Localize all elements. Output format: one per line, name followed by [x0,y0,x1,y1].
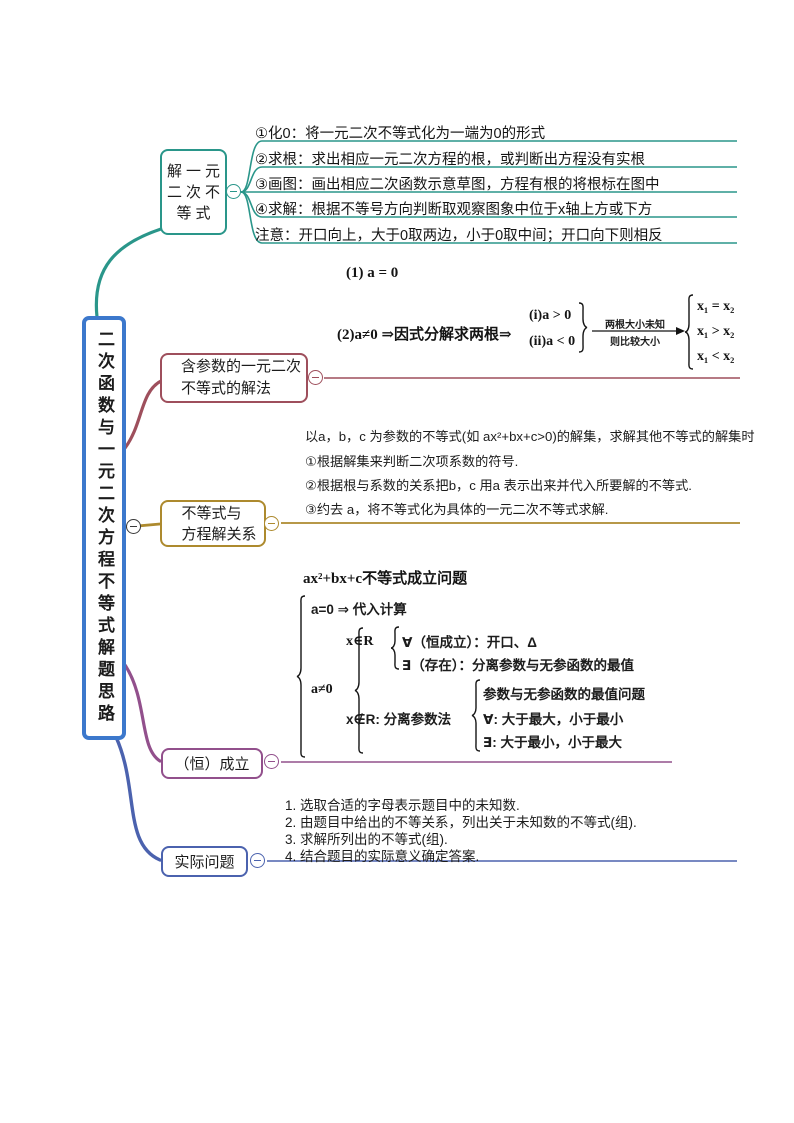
central-topic-label: 二次函数与一元二次方程不等式解题思路 [95,330,114,726]
minus-icon [254,860,261,861]
solve-item-2: ②求根：求出相应一元二次方程的根，或判断出方程没有实根 [255,152,645,168]
branch-node-relation-label: 不等式与 方程解关系 [181,504,257,543]
branch-node-practical-label: 实际问题 [174,854,235,871]
hold-xnotinR-item-1: 参数与无参函数的最值问题 [483,687,645,702]
hold-title: ax²+bx+c不等式成立问题 [303,571,468,587]
branch-curve-solve [94,227,163,319]
central-topic-node[interactable]: 二次函数与一元二次方程不等式解题思路 [82,316,126,740]
compare-arrow-label-bottom: 则比较大小 [610,337,660,348]
minus-icon [130,526,137,527]
solve-item-3: ③画图：画出相应二次函数示意草图，方程有根的将根标在图中 [255,177,660,193]
param-subcase-2: (ii)a < 0 [529,334,576,349]
results-left-brace [684,294,694,370]
param-result-1: x₁ = x₂ [697,299,735,314]
hold-xnotinR-item-3: ∃: 大于最小，小于最大 [483,735,622,750]
solve-line-5 [240,191,737,244]
branch-curve-param [123,379,163,450]
separate-brace [471,679,481,752]
compare-arrow-head [676,327,685,335]
collapse-toggle-hold[interactable] [264,754,279,769]
minus-icon [230,191,237,192]
collapse-toggle-practical[interactable] [250,853,265,868]
hold-x-notin-R: x∉R: 分离参数法 [346,712,452,727]
collapse-toggle-solve[interactable] [226,184,241,199]
minus-icon [268,523,275,524]
relation-step-2: ②根据根与系数的关系把b，c 用a 表示出来并代入所要解的不等式. [305,478,692,493]
branch-curve-practical [114,735,162,862]
branch-node-solve[interactable]: 解一元二次不等式 [160,149,227,235]
branch-node-param-label: 含参数的一元二次 不等式的解法 [180,358,301,397]
practical-step-4: 4. 结合题目的实际意义确定答案. [285,849,480,864]
solve-item-1: ①化0：将一元二次不等式化为一端为0的形式 [255,126,546,142]
practical-step-3: 3. 求解所列出的不等式(组). [285,832,448,847]
practical-step-2: 2. 由题目中给出的不等关系，列出关于未知数的不等式(组). [285,815,637,830]
solve-item-4: ④求解：根据不等号方向判断取观察图象中位于x轴上方或下方 [255,202,653,218]
branch-node-solve-label: 解一元二次不等式 [166,162,224,222]
collapse-toggle-param[interactable] [308,370,323,385]
branch-node-practical[interactable]: 实际问题 [161,846,248,877]
solve-line-2 [240,166,737,193]
hold-xinR-item-2: ∃（存在）：分离参数与无参函数的最值 [402,658,634,673]
minus-icon [268,761,275,762]
an0-brace [354,627,364,754]
branch-curve-hold [123,663,162,763]
param-case2-prefix: (2)a≠0 ⇒因式分解求两根⇒ [337,327,512,343]
subcase-right-brace [578,302,588,353]
hold-case-a0: a=0 ⇒ 代入计算 [311,602,407,617]
relation-intro: 以a，b，c 为参数的不等式(如 ax²+bx+c>0)的解集，求解其他不等式的… [305,429,755,444]
compare-arrow-label-top: 两根大小未知 [605,320,665,331]
hold-big-brace [296,595,306,758]
relation-step-3: ③约去 a，将不等式化为具体的一元二次不等式求解. [305,502,609,517]
minus-icon [312,377,319,378]
param-result-2: x₁ > x₂ [697,324,735,339]
param-subcase-1: (i)a > 0 [529,308,572,323]
collapse-toggle-central[interactable] [126,519,141,534]
collapse-toggle-relation[interactable] [264,516,279,531]
param-case1: (1) a = 0 [346,265,399,281]
branch-node-param[interactable]: 含参数的一元二次 不等式的解法 [160,353,308,403]
param-result-3: x₁ < x₂ [697,349,735,364]
practical-step-1: 1. 选取合适的字母表示题目中的未知数. [285,798,520,813]
hold-xinR-item-1: ∀（恒成立）：开口、Δ [402,635,537,650]
hold-case-an0: a≠0 [311,682,333,697]
branch-node-relation[interactable]: 不等式与 方程解关系 [160,500,266,547]
branch-node-hold[interactable]: （恒）成立 [161,748,263,779]
branch-node-hold-label: （恒）成立 [174,756,250,773]
relation-step-1: ①根据解集来判断二次项系数的符号. [305,454,519,469]
hold-xnotinR-item-2: ∀: 大于最大，小于最小 [483,712,624,727]
xinR-brace [390,626,400,670]
solve-item-5: 注意：开口向上，大于0取两边，小于0取中间；开口向下则相反 [255,228,663,244]
hold-x-in-R: x∈R [346,634,374,649]
